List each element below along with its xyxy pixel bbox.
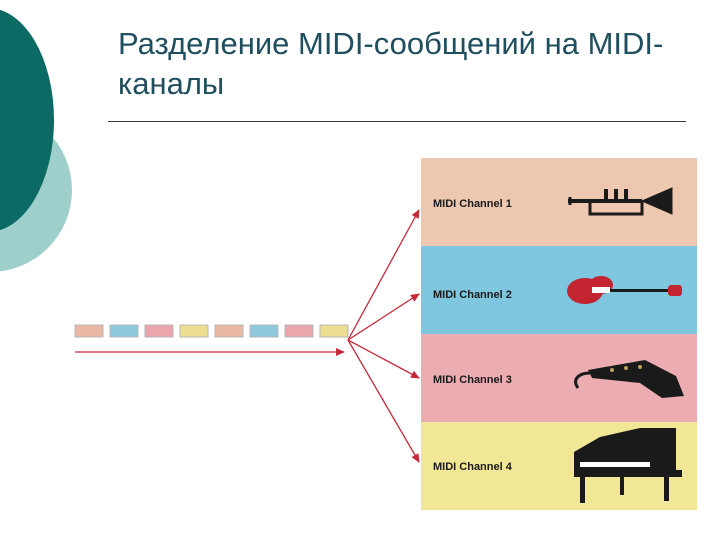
title-divider: [108, 121, 686, 122]
distribution-arrows: [75, 209, 420, 463]
midi-message-block: [249, 324, 279, 338]
decorative-circles: [0, 9, 72, 272]
midi-message-block: [144, 324, 174, 338]
midi-message-block: [109, 324, 139, 338]
channel-label-4: MIDI Channel 4: [433, 461, 513, 473]
midi-message-block: [284, 324, 314, 338]
midi-message-block: [214, 324, 244, 338]
saxophone-icon: [574, 360, 684, 398]
arrow-to-channel-4: [347, 339, 420, 463]
message-stream: [74, 324, 349, 338]
midi-message-block: [179, 324, 209, 338]
channel-label-1: MIDI Channel 1: [433, 198, 512, 210]
dark-teal-circle: [0, 9, 54, 231]
slide-title: Разделение MIDI-сообщений на MIDI-каналы: [118, 26, 664, 101]
channel-label-2: MIDI Channel 2: [433, 289, 512, 301]
midi-message-block: [74, 324, 104, 338]
arrow-to-channel-1: [347, 209, 420, 341]
arrow-to-channel-3: [347, 339, 420, 379]
grand-piano-icon: [574, 428, 682, 503]
electric-guitar-icon: [567, 276, 682, 304]
channel-label-3: MIDI Channel 3: [433, 374, 512, 386]
trumpet-icon: [568, 187, 673, 216]
midi-message-block: [319, 324, 349, 338]
arrow-to-channel-2: [347, 293, 420, 341]
